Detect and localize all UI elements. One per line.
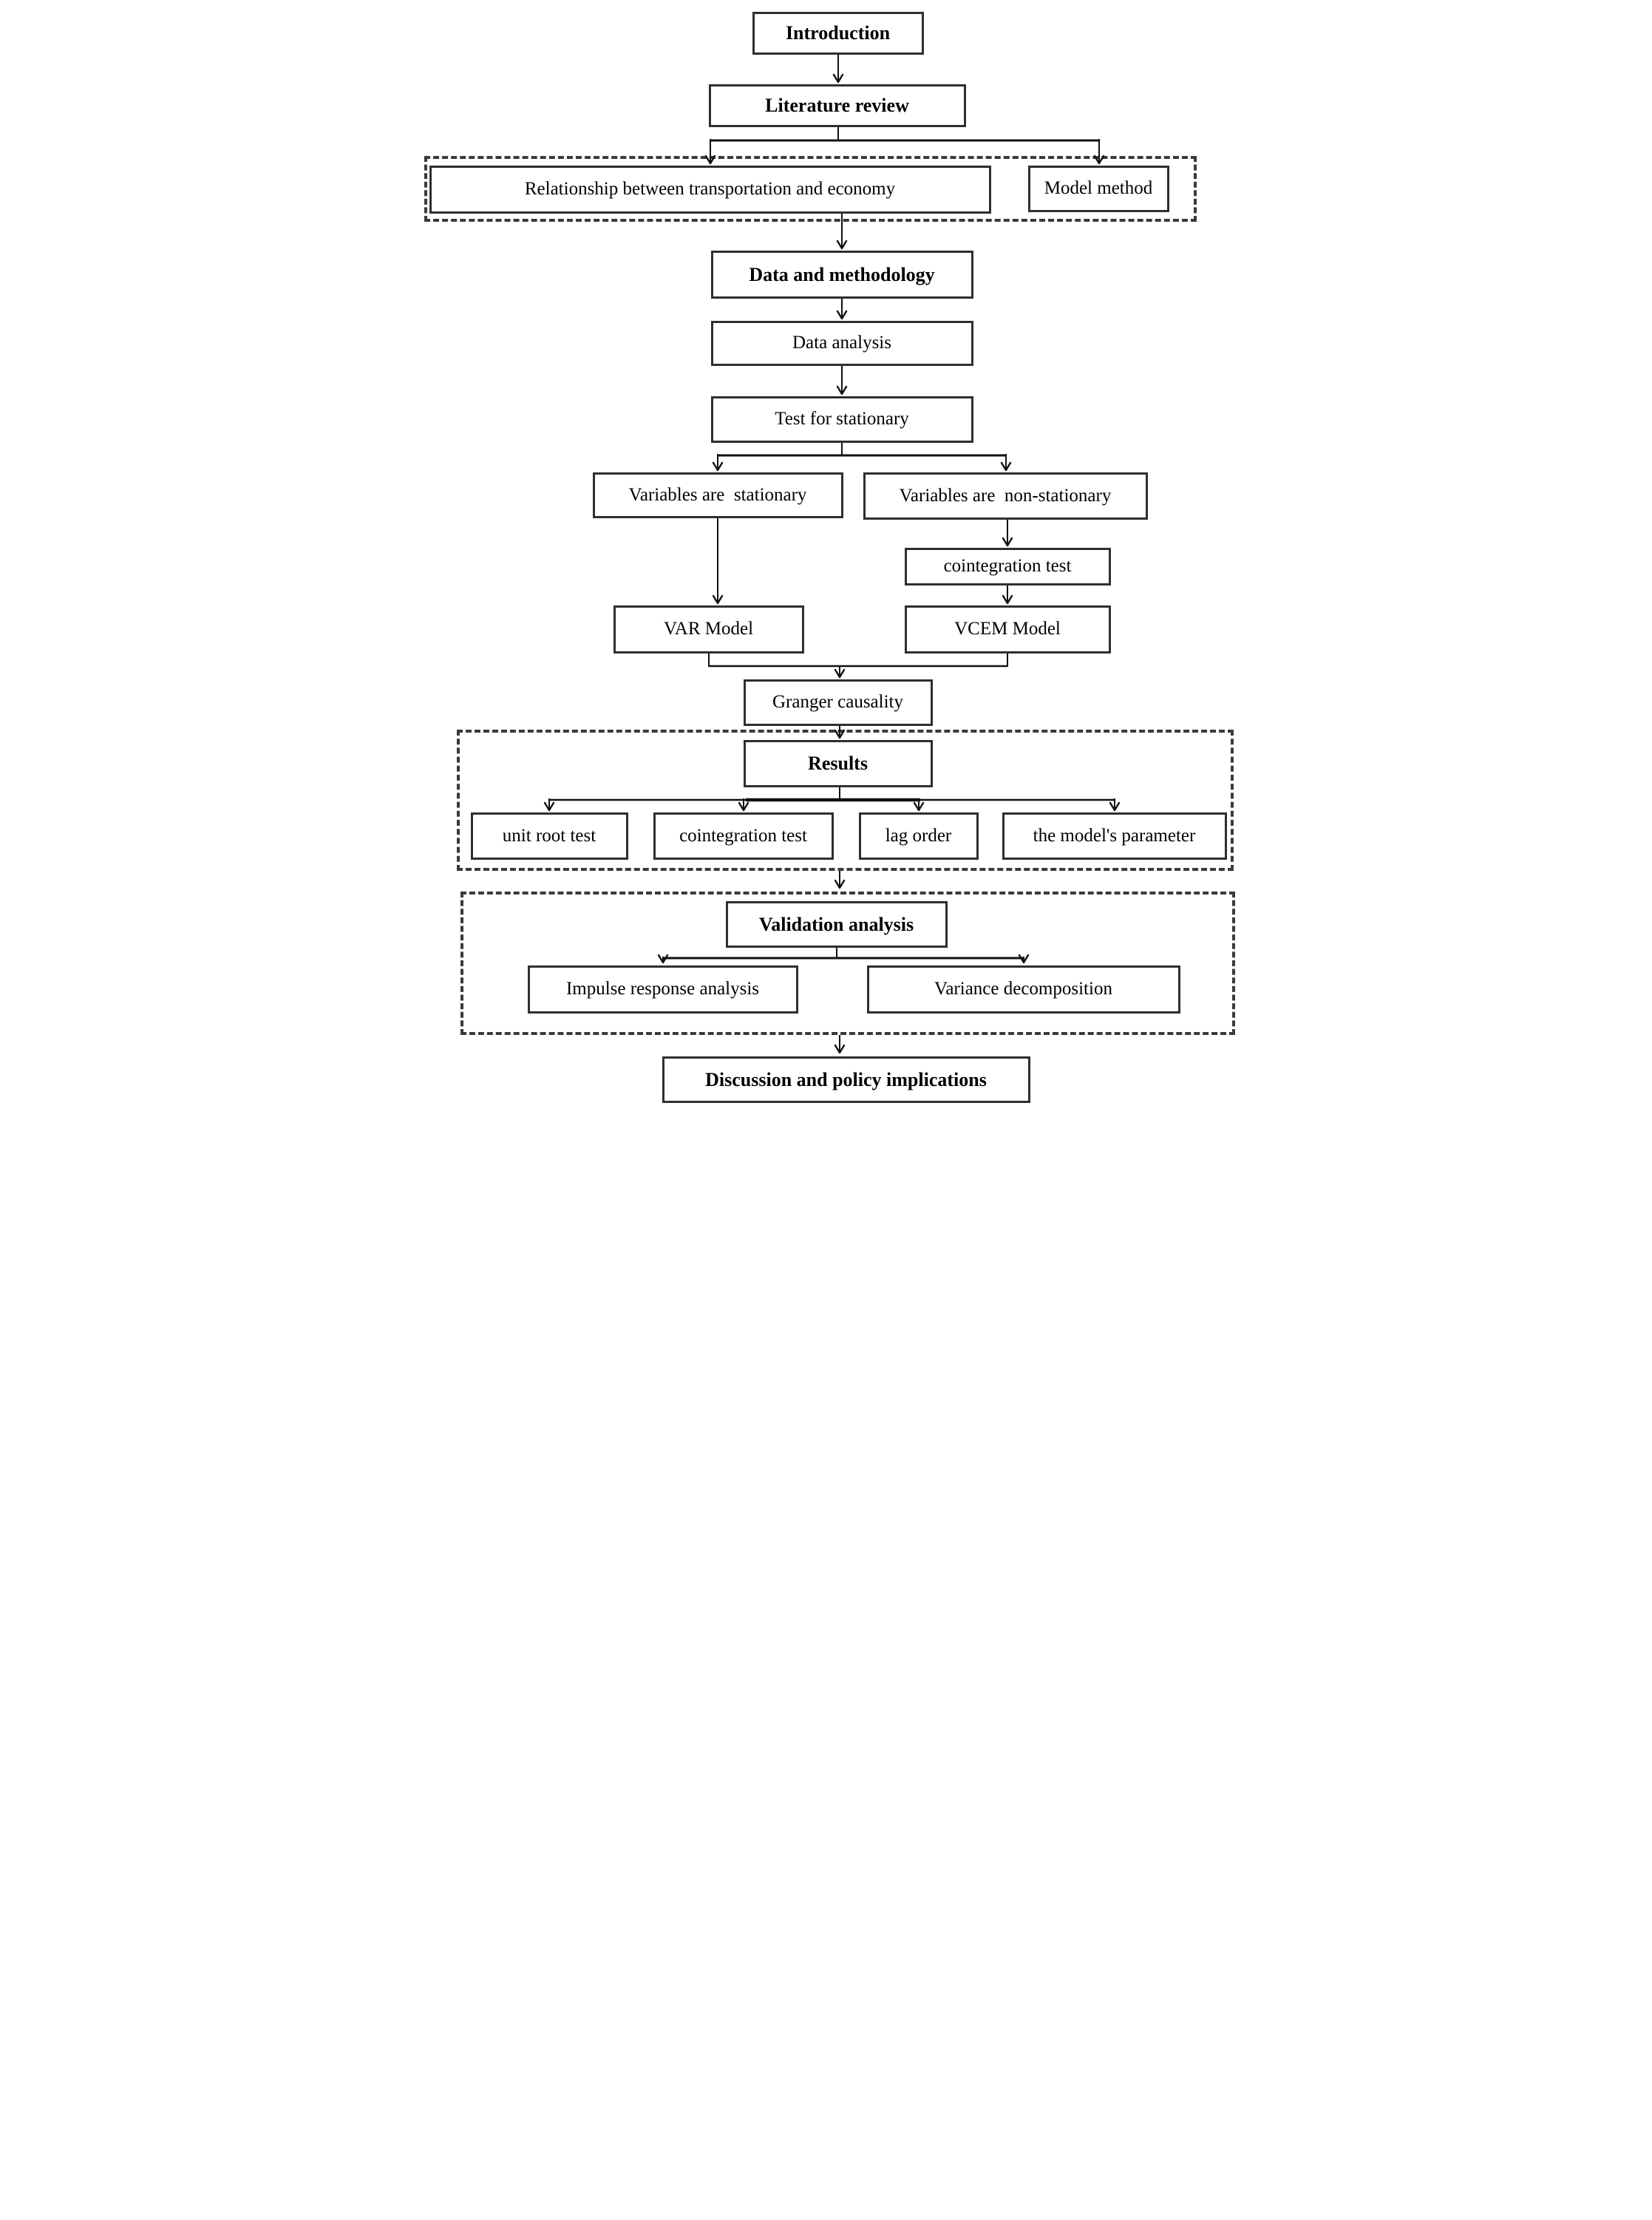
node-data-analysis: Data analysis	[710, 321, 973, 366]
node-literature-review: Literature review	[708, 84, 966, 127]
node-introduction: Introduction	[752, 12, 924, 55]
validation-group	[460, 892, 1235, 1035]
node-variance-decomposition: Variance decomposition	[866, 965, 1180, 1014]
node-models-parameter: the model's parameter	[1002, 812, 1227, 860]
node-var-model: VAR Model	[613, 605, 804, 654]
node-results: Results	[743, 740, 933, 787]
node-variables-stationary: Variables are stationary	[592, 472, 843, 518]
node-cointegration-test-flow: cointegration test	[904, 548, 1111, 585]
node-variables-non-stationary: Variables are non-stationary	[863, 472, 1148, 520]
node-cointegration-test-result: cointegration test	[653, 812, 834, 860]
node-data-and-methodology: Data and methodology	[710, 251, 973, 299]
flowchart-canvas: Introduction Literature review Relations…	[412, 0, 1240, 1110]
node-impulse-response-analysis: Impulse response analysis	[527, 965, 798, 1014]
node-model-method: Model method	[1027, 166, 1169, 212]
node-relationship-transportation-economy: Relationship between transportation and …	[429, 166, 991, 214]
node-discussion-policy-implications: Discussion and policy implications	[662, 1056, 1030, 1103]
literature-review-group	[424, 156, 1197, 222]
node-lag-order: lag order	[858, 812, 979, 860]
flow-connectors	[543, 55, 1120, 1054]
node-vcem-model: VCEM Model	[904, 605, 1111, 654]
node-test-for-stationary: Test for stationary	[710, 396, 973, 443]
node-unit-root-test: unit root test	[470, 812, 628, 860]
results-group	[456, 730, 1234, 871]
node-granger-causality: Granger causality	[743, 679, 933, 726]
node-validation-analysis: Validation analysis	[725, 901, 948, 948]
